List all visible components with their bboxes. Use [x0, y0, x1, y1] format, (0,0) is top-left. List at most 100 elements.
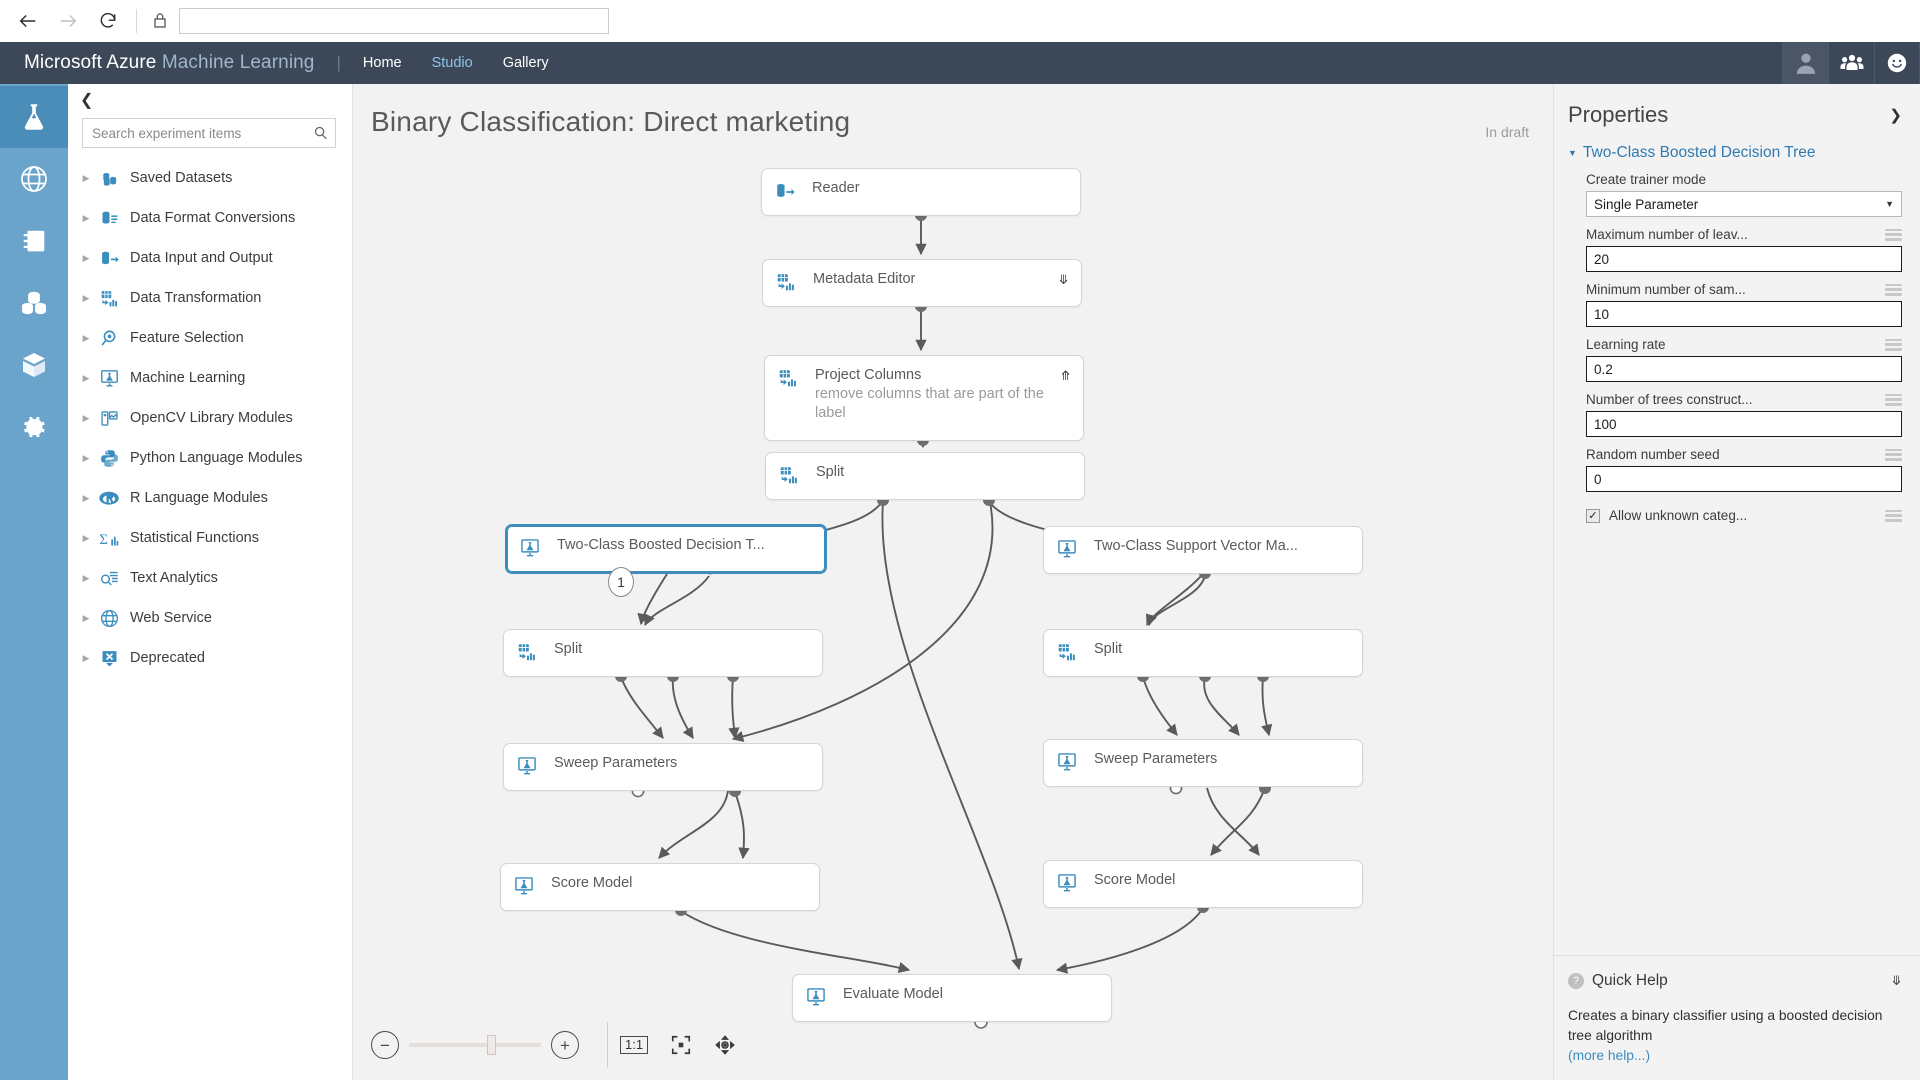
chevron-right-icon[interactable]: ▶ — [82, 452, 90, 463]
smiley-feedback-icon[interactable] — [1874, 42, 1920, 84]
arrow-left-icon[interactable] — [8, 4, 48, 38]
chevron-right-icon[interactable]: ▶ — [82, 212, 90, 223]
chevron-right-icon[interactable]: ▶ — [82, 572, 90, 583]
tree-item-statistical-functions[interactable]: ▶ Σ Statistical Functions — [68, 518, 352, 558]
parameter-range-icon[interactable] — [1885, 448, 1902, 461]
chevron-right-icon[interactable]: ▶ — [82, 372, 90, 383]
zoom-out-button[interactable]: − — [371, 1031, 399, 1059]
tree-item-data-format-conversions[interactable]: ▶ Data Format Conversions — [68, 198, 352, 238]
chevron-down-icon[interactable]: ⤋ — [1058, 272, 1069, 287]
allow-unknown-categories-row[interactable]: ✓ Allow unknown categ... — [1586, 508, 1902, 523]
chevron-right-icon[interactable]: ▶ — [82, 332, 90, 343]
chevron-right-icon[interactable]: ❯ — [1889, 107, 1902, 124]
chevron-right-icon[interactable]: ▶ — [82, 172, 90, 183]
tree-item-feature-selection[interactable]: ▶ Feature Selection — [68, 318, 352, 358]
chevron-right-icon[interactable]: ▶ — [82, 652, 90, 663]
chevron-up-icon[interactable]: ⤊ — [1060, 368, 1071, 383]
tree-item-data-input-and-output[interactable]: ▶ Data Input and Output — [68, 238, 352, 278]
chevron-right-icon[interactable]: ▶ — [82, 492, 90, 503]
node-sweep-parameters-left[interactable]: Sweep Parameters — [503, 743, 823, 791]
learning-rate-input[interactable] — [1586, 356, 1902, 382]
tree-item-data-transformation[interactable]: ▶ Data Transformation — [68, 278, 352, 318]
rail-experiments-icon[interactable] — [0, 86, 68, 148]
parameter-range-icon[interactable] — [1885, 338, 1902, 351]
chevron-right-icon[interactable]: ▶ — [82, 532, 90, 543]
properties-module-name-row[interactable]: ▼ Two-Class Boosted Decision Tree — [1568, 144, 1902, 162]
rail-settings-gear-icon[interactable] — [0, 396, 68, 458]
random-number-seed-input[interactable] — [1586, 466, 1902, 492]
graph-container — [353, 84, 1553, 1080]
properties-body: ▼ Two-Class Boosted Decision Tree Create… — [1554, 136, 1920, 955]
search-box[interactable] — [82, 118, 336, 148]
search-icon[interactable] — [313, 125, 329, 141]
pan-move-icon[interactable] — [714, 1034, 736, 1056]
parameter-range-icon[interactable] — [1885, 283, 1902, 296]
people-group-icon[interactable] — [1828, 42, 1874, 84]
chevron-down-icon[interactable]: ▼ — [1885, 199, 1894, 209]
rail-web-services-icon[interactable] — [0, 148, 68, 210]
zoom-slider[interactable] — [409, 1035, 541, 1055]
parameter-range-icon[interactable] — [1885, 393, 1902, 406]
user-avatar-icon[interactable] — [1782, 42, 1828, 84]
maximum-number-of-leaves-input[interactable] — [1586, 246, 1902, 272]
chevron-down-icon[interactable]: ⤋ — [1891, 973, 1902, 988]
zoom-ratio-button[interactable]: 1:1 — [620, 1035, 649, 1055]
module-tree-panel: ❮ ▶ Saved Datasets ▶ — [68, 84, 353, 1080]
tree-item-python-language-modules[interactable]: ▶ Python Language Modules — [68, 438, 352, 478]
node-two-class-boosted-decision-tree[interactable]: Two-Class Boosted Decision T... — [505, 524, 827, 574]
tree-item-label: Saved Datasets — [130, 170, 233, 186]
node-evaluate-model[interactable]: Evaluate Model — [792, 974, 1112, 1022]
node-split-left[interactable]: Split — [503, 629, 823, 677]
node-label: Metadata Editor — [813, 271, 916, 287]
node-project-columns[interactable]: Project Columns remove columns that are … — [764, 355, 1084, 441]
search-input[interactable] — [92, 125, 313, 141]
nav-link-home[interactable]: Home — [362, 55, 402, 71]
number-of-trees-input[interactable] — [1586, 411, 1902, 437]
tree-item-web-service[interactable]: ▶ Web Service — [68, 598, 352, 638]
reload-icon[interactable] — [88, 4, 128, 38]
zoom-in-button[interactable]: + — [551, 1031, 579, 1059]
parameter-range-icon[interactable] — [1885, 228, 1902, 241]
tree-item-r-language-modules[interactable]: ▶ R Language Modules — [68, 478, 352, 518]
chevron-right-icon[interactable]: ▶ — [82, 252, 90, 263]
node-split-right[interactable]: Split — [1043, 629, 1363, 677]
node-score-model-right[interactable]: Score Model — [1043, 860, 1363, 908]
node-score-model-left[interactable]: Score Model — [500, 863, 820, 911]
experiment-canvas[interactable]: Binary Classification: Direct marketing … — [353, 84, 1553, 1080]
rail-notebooks-icon[interactable] — [0, 210, 68, 272]
quick-help-header[interactable]: ? Quick Help ⤋ — [1568, 972, 1902, 990]
tree-item-saved-datasets[interactable]: ▶ Saved Datasets — [68, 158, 352, 198]
chevron-left-icon[interactable]: ❮ — [80, 92, 94, 109]
zoom-slider-thumb[interactable] — [487, 1035, 496, 1055]
create-trainer-mode-select[interactable]: Single Parameter ▼ — [1586, 191, 1902, 217]
tree-item-machine-learning[interactable]: ▶ Machine Learning — [68, 358, 352, 398]
chevron-right-icon[interactable]: ▶ — [82, 612, 90, 623]
nav-link-studio[interactable]: Studio — [431, 55, 473, 71]
nav-right-icons — [1782, 42, 1920, 84]
tree-item-label: Data Transformation — [130, 290, 262, 306]
allow-unknown-categories-checkbox[interactable]: ✓ — [1586, 508, 1600, 523]
node-two-class-support-vector-machine[interactable]: Two-Class Support Vector Ma... — [1043, 526, 1363, 574]
node-sweep-parameters-right[interactable]: Sweep Parameters — [1043, 739, 1363, 787]
node-metadata-editor[interactable]: Metadata Editor ⤋ — [762, 259, 1082, 307]
url-input[interactable] — [179, 7, 609, 34]
fit-to-screen-icon[interactable] — [670, 1034, 692, 1056]
more-help-link[interactable]: (more help...) — [1568, 1048, 1651, 1063]
tree-item-opencv-library-modules[interactable]: ▶ OpenCV Library Modules — [68, 398, 352, 438]
tree-item-deprecated[interactable]: ▶ Deprecated — [68, 638, 352, 678]
caret-collapse-icon[interactable]: ▼ — [1568, 148, 1577, 158]
rail-datasets-icon[interactable] — [0, 272, 68, 334]
brand-logo[interactable]: Microsoft Azure Machine Learning — [24, 52, 314, 74]
minimum-number-of-samples-input[interactable] — [1586, 301, 1902, 327]
chevron-right-icon[interactable]: ▶ — [82, 412, 90, 423]
node-split-root[interactable]: Split — [765, 452, 1085, 500]
nav-link-gallery[interactable]: Gallery — [502, 55, 549, 71]
parameter-range-icon[interactable] — [1885, 509, 1902, 522]
chevron-right-icon[interactable]: ▶ — [82, 292, 90, 303]
node-label: Sweep Parameters — [554, 755, 678, 771]
tree-item-text-analytics[interactable]: ▶ Text Analytics — [68, 558, 352, 598]
label-text: Maximum number of leav... — [1586, 227, 1748, 242]
rail-trained-models-icon[interactable] — [0, 334, 68, 396]
arrow-right-icon[interactable] — [48, 4, 88, 38]
node-reader[interactable]: Reader — [761, 168, 1081, 216]
